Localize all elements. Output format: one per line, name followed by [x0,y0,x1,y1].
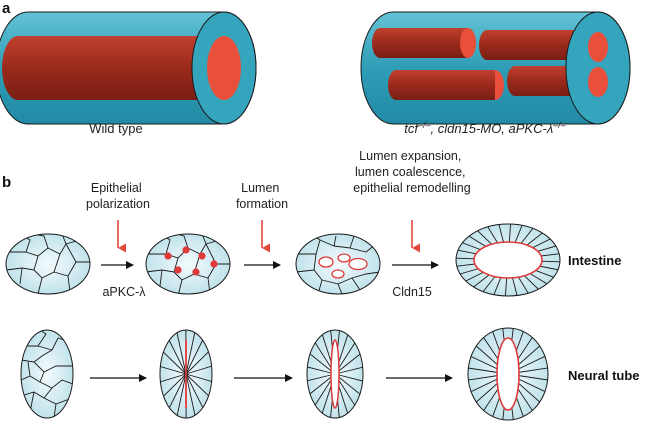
row-label-intestine: Intestine [568,253,621,268]
intestine-stage-3 [295,233,381,295]
panel-a-label: a [2,0,11,17]
slit-lumen [330,339,340,409]
neural-tube-stage-1 [20,329,74,419]
lumen-face [588,32,608,62]
lumen-fragment [388,70,495,100]
step-polarization-label: Epithelial polarization [86,181,150,211]
neural-tube-stage-2 [159,329,213,419]
apical-foci [164,246,218,276]
neural-tube-stage-4 [467,327,549,421]
lumen-face [588,67,608,97]
caption-wild-type: Wild type [89,121,142,136]
neural-tube-stage-3 [306,329,364,419]
lumen-fragment [372,28,468,58]
central-lumen [473,241,543,279]
row-label-neural-tube: Neural tube [568,368,640,383]
step-lumen-formation-label: Lumen formation [236,181,288,211]
lumen-fragment-cut [495,70,504,100]
lumen [2,36,226,100]
step-remodelling-label: Lumen expansion, lumen coalescence, epit… [353,149,470,195]
factor-apkc: aPKC-λ [102,285,146,299]
wild-type-tube [0,11,257,125]
central-lumen [496,337,520,411]
mutant-tube [360,11,631,125]
small-lumens [318,253,368,279]
factor-cldn15: Cldn15 [392,285,432,299]
caption-mutants: tcf–/–, cldn15-MO, aPKC-λ–/– [404,120,566,136]
intestine-stage-2 [145,233,231,295]
lumen-face [207,36,241,100]
lumen-fragment-face [460,28,476,58]
panel-b-label: b [2,174,11,191]
intestine-stage-1 [5,233,91,295]
intestine-stage-4 [455,223,561,297]
